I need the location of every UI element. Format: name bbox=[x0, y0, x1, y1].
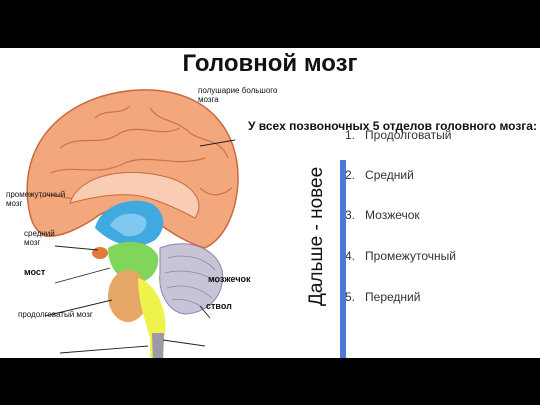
brainstem-lower-shape bbox=[152, 333, 164, 358]
list-number: 3. bbox=[345, 208, 356, 222]
list-number: 4. bbox=[345, 249, 356, 263]
label-hemisphere: полушарие большого мозга bbox=[198, 86, 278, 104]
cerebellum-shape bbox=[159, 243, 224, 315]
list-number: 2. bbox=[345, 168, 356, 182]
corpus-callosum-shape bbox=[69, 171, 200, 219]
arrow-label: Дальше - новее bbox=[306, 166, 327, 306]
label-stem: ствол bbox=[206, 301, 232, 311]
list-item: 3. Мозжечок bbox=[345, 208, 420, 222]
list-number: 5. bbox=[345, 290, 356, 304]
pons-shape bbox=[108, 270, 148, 322]
diencephalon-light-shape bbox=[110, 213, 147, 237]
list-text: Промежуточный bbox=[365, 249, 456, 263]
label-pons: мост bbox=[24, 267, 46, 277]
list-item: 2. Средний bbox=[345, 168, 414, 182]
label-medulla: продолговатый мозг bbox=[18, 310, 93, 319]
list-item: 5. Передний bbox=[345, 290, 420, 304]
label-cerebellum: мозжечок bbox=[208, 274, 251, 284]
list-item: 1. Продолговатый bbox=[345, 128, 451, 142]
slide: Головной мозг bbox=[0, 48, 540, 358]
list-text: Средний bbox=[365, 168, 414, 182]
subtitle: У всех позвоночных 5 отделов головного м… bbox=[248, 119, 537, 133]
downward-arrow-icon bbox=[340, 160, 346, 358]
list-text: Передний bbox=[365, 290, 421, 304]
leader-lines bbox=[44, 139, 236, 354]
gyri-lines bbox=[39, 105, 233, 199]
list-text: Мозжечок bbox=[365, 208, 420, 222]
label-diencephalon: промежуточный мозг bbox=[6, 190, 66, 208]
brain-illustration bbox=[26, 89, 239, 358]
label-midbrain: средний мозг bbox=[24, 229, 55, 247]
list-text: Продолговатый bbox=[365, 128, 452, 142]
slide-title: Головной мозг bbox=[182, 50, 358, 77]
pituitary-shape bbox=[92, 247, 108, 259]
list-item: 4. Промежуточный bbox=[345, 249, 456, 263]
list-number: 1. bbox=[345, 128, 356, 142]
